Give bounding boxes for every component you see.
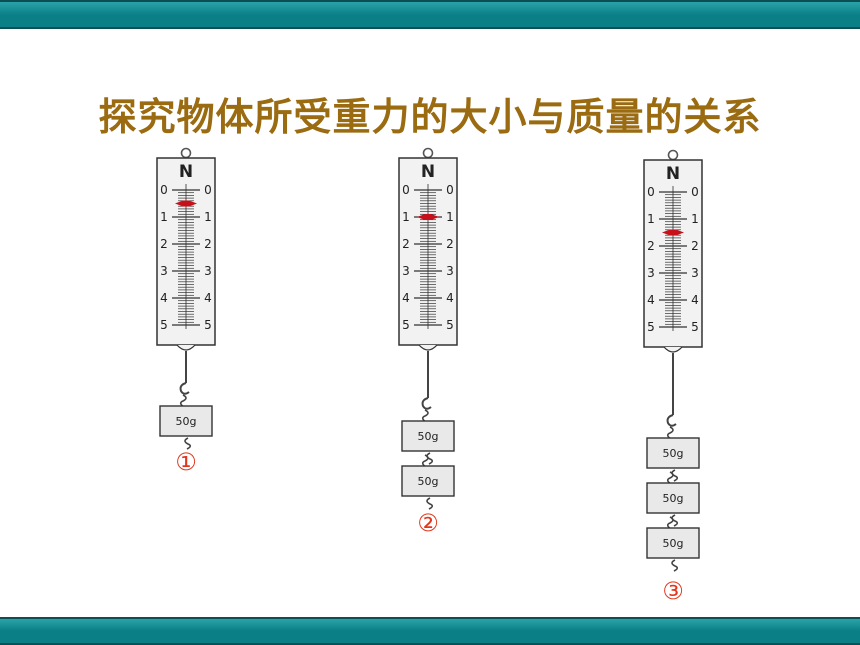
hook — [179, 382, 190, 395]
tick-label-right: 5 — [204, 318, 212, 332]
hook — [421, 397, 432, 410]
hook — [666, 414, 677, 427]
setup-index-label: ② — [417, 509, 439, 537]
unit-label: N — [421, 162, 435, 182]
tick-label-right: 1 — [446, 210, 454, 224]
tick-label-right: 4 — [691, 293, 699, 307]
tick-label-right: 4 — [204, 291, 212, 305]
weight-block — [646, 482, 700, 514]
weight-hook — [421, 454, 429, 468]
weight-label: 50g — [418, 475, 439, 488]
weight-label: 50g — [663, 537, 684, 550]
top-ring — [180, 147, 192, 159]
weight-loop — [671, 514, 679, 527]
weight-hook — [666, 516, 674, 530]
top-ring — [422, 147, 434, 159]
tick-label-left: 0 — [402, 183, 410, 197]
weight-label: 50g — [663, 447, 684, 460]
tick-label-left: 5 — [160, 318, 168, 332]
tick-label-left: 2 — [647, 239, 655, 253]
bottom-cap — [663, 346, 683, 353]
tick-label-left: 5 — [647, 320, 655, 334]
weight-block — [401, 420, 455, 452]
unit-label: N — [666, 164, 680, 184]
tick-label-right: 0 — [446, 183, 454, 197]
weight-block — [159, 405, 213, 437]
setup-index-label: ③ — [662, 577, 684, 605]
spring-scale-3: N0 0 1 1 2 2 3 3 4 4 5 5 50g 50g 50g ③ — [643, 149, 703, 605]
spring-scale-1: N0 0 1 1 2 2 3 3 4 4 5 5 50g ① — [156, 147, 216, 476]
weight-block — [646, 527, 700, 559]
tick-label-left: 3 — [160, 264, 168, 278]
pointer — [662, 229, 684, 236]
tick-label-right: 0 — [204, 183, 212, 197]
tick-label-right: 5 — [691, 320, 699, 334]
tick-label-right: 3 — [204, 264, 212, 278]
tick-label-left: 4 — [160, 291, 168, 305]
tick-label-left: 3 — [647, 266, 655, 280]
tick-label-left: 1 — [647, 212, 655, 226]
tick-label-left: 5 — [402, 318, 410, 332]
tick-label-right: 2 — [446, 237, 454, 251]
tick-label-left: 4 — [647, 293, 655, 307]
tick-label-right: 2 — [204, 237, 212, 251]
tick-label-right: 3 — [446, 264, 454, 278]
tick-label-left: 1 — [160, 210, 168, 224]
tick-label-left: 0 — [160, 183, 168, 197]
weight-hook — [666, 471, 674, 485]
weight-hook — [666, 426, 674, 440]
tick-label-right: 5 — [446, 318, 454, 332]
weight-hook — [179, 394, 187, 408]
weight-label: 50g — [663, 492, 684, 505]
weight-hook — [421, 409, 429, 423]
weight-loop — [426, 497, 434, 510]
tick-label-left: 3 — [402, 264, 410, 278]
bottom-cap — [418, 344, 438, 351]
tick-label-left: 2 — [160, 237, 168, 251]
tick-label-right: 2 — [691, 239, 699, 253]
top-banner — [0, 0, 860, 29]
unit-label: N — [179, 162, 193, 182]
tick-label-right: 4 — [446, 291, 454, 305]
spring-scale-2: N0 0 1 1 2 2 3 3 4 4 5 5 50g 50g ② — [398, 147, 458, 537]
weight-loop — [426, 452, 434, 465]
bottom-cap — [176, 344, 196, 351]
pointer — [175, 200, 197, 207]
slide-title: 探究物体所受重力的大小与质量的关系 — [98, 94, 762, 139]
tick-label-right: 0 — [691, 185, 699, 199]
tick-label-right: 3 — [691, 266, 699, 280]
weight-block — [646, 437, 700, 469]
tick-label-left: 1 — [402, 210, 410, 224]
weight-label: 50g — [418, 430, 439, 443]
tick-label-left: 0 — [647, 185, 655, 199]
pointer — [417, 214, 439, 220]
top-ring — [667, 149, 679, 161]
weight-block — [401, 465, 455, 497]
tick-label-left: 4 — [402, 291, 410, 305]
tick-label-right: 1 — [204, 210, 212, 224]
tick-label-right: 1 — [691, 212, 699, 226]
weight-loop — [671, 469, 679, 482]
weight-label: 50g — [176, 415, 197, 428]
bottom-banner — [0, 617, 860, 645]
setup-index-label: ① — [175, 448, 197, 476]
tick-label-left: 2 — [402, 237, 410, 251]
weight-loop — [671, 559, 679, 572]
weight-loop — [184, 437, 192, 450]
